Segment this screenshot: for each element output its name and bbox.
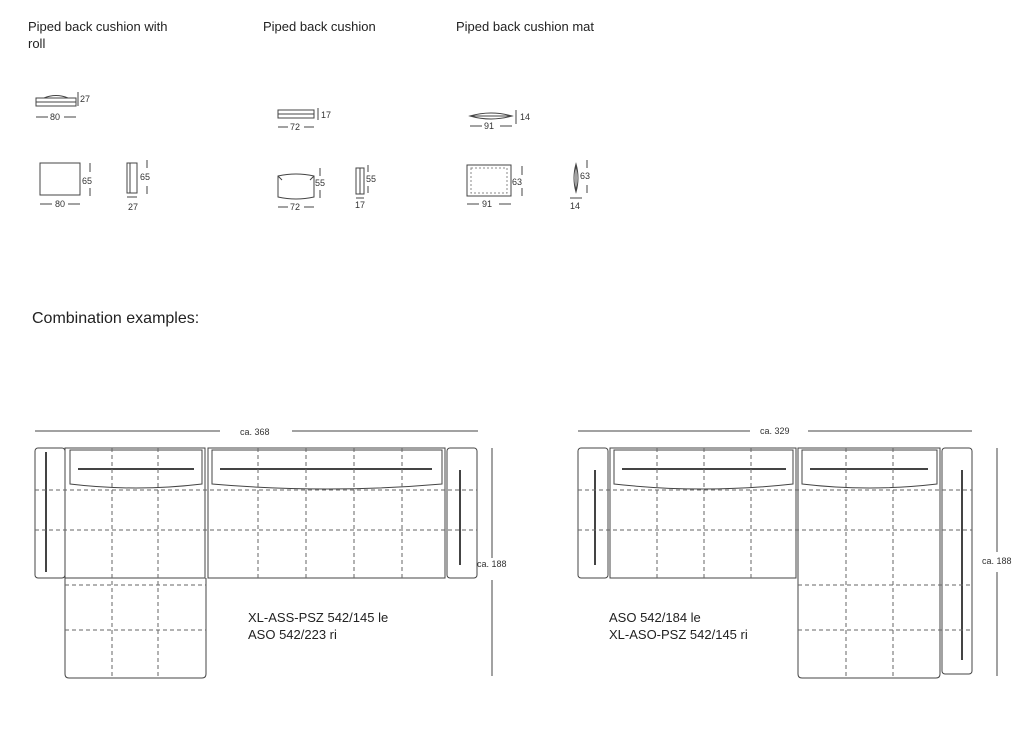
cushion-piped-side-view [355, 165, 369, 199]
cushion-title-mat: Piped back cushion mat [456, 19, 595, 34]
piped-top-depth: 17 [321, 110, 331, 120]
cushion-roll-top-view [35, 92, 79, 118]
roll-top-width: 80 [50, 112, 60, 122]
mat-side-depth: 14 [570, 201, 580, 211]
combination-1-grid [35, 448, 477, 678]
combo2-overall-width: ca. 329 [760, 426, 790, 436]
combination-heading: Combination examples: [32, 310, 200, 327]
mat-side-height: 63 [580, 171, 590, 181]
cushion-roll-front-view [39, 162, 91, 205]
piped-side-depth: 17 [355, 200, 365, 210]
combo2-code-1: ASO 542/184 le [609, 610, 701, 625]
piped-front-height: 55 [315, 178, 325, 188]
cushion-title-roll: Piped back cushion with roll [28, 19, 168, 51]
combination-2-drawing [577, 430, 998, 679]
piped-side-height: 55 [366, 174, 376, 184]
combo1-overall-width: ca. 368 [240, 427, 270, 437]
combo1-overall-depth: ca. 188 [477, 559, 507, 569]
roll-top-depth: 27 [80, 94, 90, 104]
combo2-code-2: XL-ASO-PSZ 542/145 ri [609, 627, 748, 642]
cushion-roll-side-view [126, 160, 148, 198]
roll-side-depth: 27 [128, 202, 138, 212]
roll-front-height: 65 [82, 176, 92, 186]
mat-front-width: 91 [482, 199, 492, 209]
combo1-code-2: ASO 542/223 ri [248, 627, 337, 642]
cushion-mat-front-view [466, 164, 523, 205]
piped-top-width: 72 [290, 122, 300, 132]
piped-front-width: 72 [290, 202, 300, 212]
cushion-piped-front-view [277, 168, 321, 208]
combo2-overall-depth: ca. 188 [982, 556, 1012, 566]
cushion-mat-side-view [570, 160, 588, 199]
combo1-code-1: XL-ASS-PSZ 542/145 le [248, 610, 389, 625]
roll-side-height: 65 [140, 172, 150, 182]
combination-1-drawing [34, 430, 493, 679]
cushion-piped-top-view [277, 108, 319, 128]
mat-top-width: 91 [484, 121, 494, 131]
mat-front-height: 63 [512, 177, 522, 187]
combination-2-grid [578, 448, 972, 678]
cushion-title-piped: Piped back cushion [263, 19, 376, 34]
mat-top-depth: 14 [520, 112, 530, 122]
cushion-mat-top-view [468, 110, 517, 127]
roll-front-width: 80 [55, 199, 65, 209]
